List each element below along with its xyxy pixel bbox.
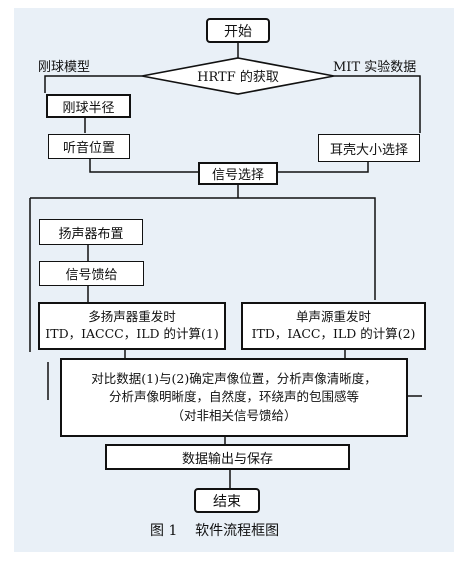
rigid-model-label: 刚球模型 xyxy=(38,60,91,75)
signal-select-node: 信号选择 xyxy=(198,162,278,185)
compare-analysis-node: 对比数据(1)与(2)确定声像位置，分析声像清晰度， 分析声像明晰度，自然度，环… xyxy=(60,358,408,437)
multi-speaker-calc-node: 多扬声器重发时 ITD，IACCC，ILD 的计算(1) xyxy=(38,302,226,350)
end-node: 结束 xyxy=(194,488,260,513)
decision-label: HRTF 的获取 xyxy=(197,69,279,85)
radius-node: 刚球半径 xyxy=(46,94,131,118)
listen-position-node: 听音位置 xyxy=(48,134,130,159)
single-source-calc-node: 单声源重发时 ITD，IACC，ILD 的计算(2) xyxy=(241,302,426,350)
speaker-layout-node: 扬声器布置 xyxy=(39,219,143,245)
ear-size-node: 耳壳大小选择 xyxy=(318,134,420,162)
output-node: 数据输出与保存 xyxy=(105,444,350,470)
mit-data-label: MIT 实验数据 xyxy=(333,60,417,75)
signal-feed-node: 信号馈给 xyxy=(39,261,144,286)
start-label: 开始 xyxy=(224,23,252,40)
start-node: 开始 xyxy=(206,18,270,43)
figure-caption: 图 1 软件流程框图 xyxy=(150,523,280,539)
